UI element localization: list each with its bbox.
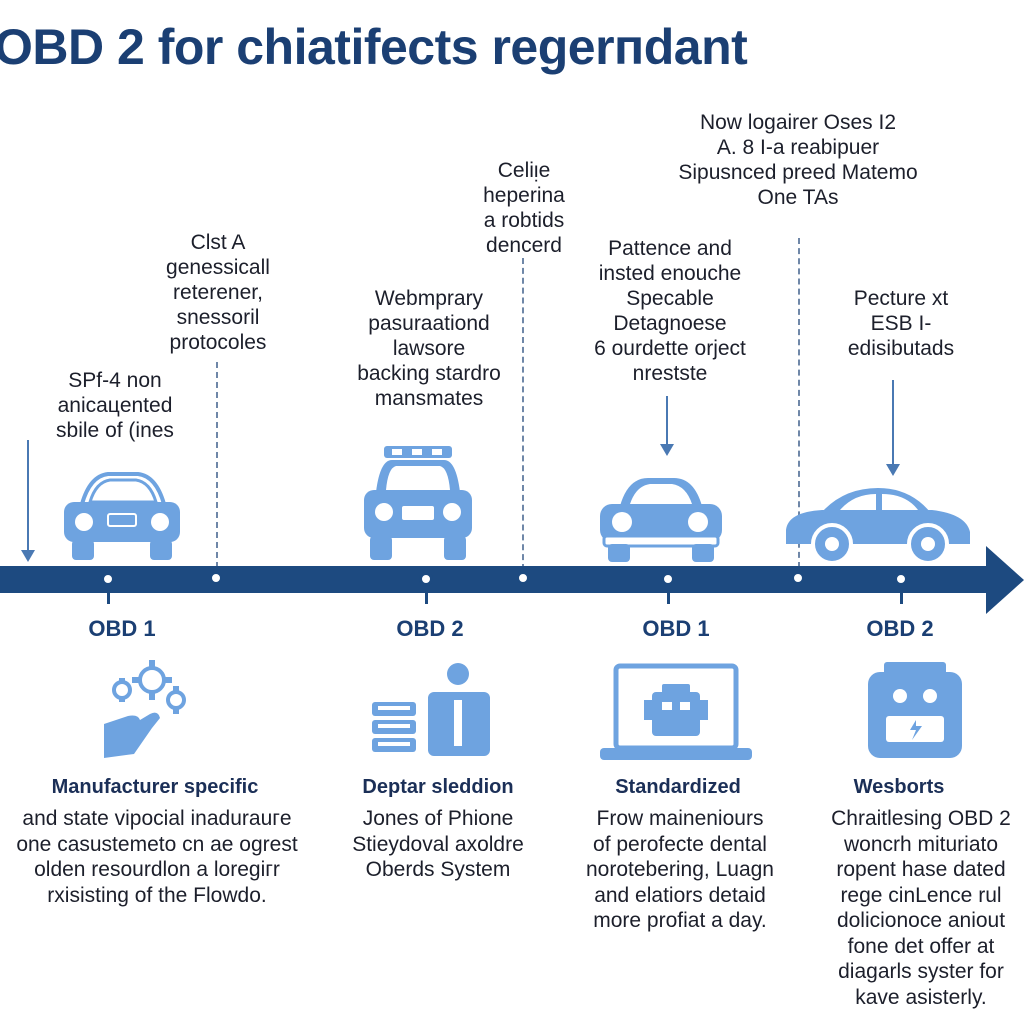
era-description: Jones of Phione Stieydoval axoldre Oberd… [338,806,538,883]
description-line: Jones of Phione [362,807,514,830]
era-description: and state vipocial inadurauгe one casust… [4,806,310,908]
description-line: fone det offer at [847,934,995,958]
callout-line: One TAs [757,186,839,209]
description-line: rxisisting of the Flowdo. [47,883,267,907]
era-description: Chraitlesing OBD 2 woncrh mituriato rope… [816,806,1024,1010]
callout-line: protocoles [169,331,267,354]
timeline-pin-stem [425,590,428,604]
callout-line: ESB I- [870,312,932,335]
compact-car-icon [600,478,722,562]
callout-line: Webmprary [374,287,484,310]
connector-dashed [216,362,218,568]
callout-line: backing stardro [357,362,501,385]
description-line: and elatiors detaid [594,883,766,907]
callout-line: Sipusnced preed Matemo [678,161,918,184]
server-person-icon [372,663,490,756]
callout-5: Pattence and insted enouche Specable Det… [576,236,764,386]
timeline-arrowhead-icon [986,546,1024,614]
callout-line: nrestste [632,362,708,385]
timeline-pin [419,572,433,586]
gears-hand-icon [104,660,186,758]
police-car-icon [364,446,472,560]
callout-line: Specable [626,287,714,310]
callout-line: 6 ourdette orject [594,337,746,360]
callout-line: SPf-4 non [68,369,162,392]
description-line: Chraitlesing OBD 2 [831,807,1011,830]
callout-2: Clst A genessicall reterener, snessoril … [148,230,288,355]
laptop-scanner-icon [600,663,752,760]
callout-line: dencerd [486,234,562,257]
timeline-pin [894,572,908,586]
callout-4: Celiᴉe heperina a robtids dencerd [464,158,584,258]
era-label: OBD 1 [88,616,156,641]
era-description: Frow maineniours of perofecte dental nor… [570,806,790,934]
timeline-pin [101,572,115,586]
era-heading: Wesborts [853,776,945,798]
callout-1: SPf-4 non anicaцented sbile of (ines [40,368,190,443]
callout-line: insted enouche [598,262,742,285]
era-label: OBD 2 [866,616,934,641]
callout-line: a robtids [483,209,565,232]
callout-line: Pattence and [608,237,732,260]
connector-dashed [798,238,800,568]
timeline-pin [661,572,675,586]
timeline-dot [517,572,529,584]
description-line: olden resourdlon a loregiгr [34,858,280,881]
callout-line: snessoril [176,306,260,329]
callout-line: pasuraationd [368,312,490,335]
callout-line: reterener, [173,281,263,304]
callout-line: Pecture xt [853,287,949,310]
callout-line: heperina [483,184,565,207]
description-line: of perofecte dental [593,832,767,856]
connector-arrow [886,380,900,476]
callout-line: genessicall [166,256,270,279]
callout-line: sbile of (ines [56,419,174,442]
description-line: rege cinLence rul [840,883,1002,907]
callout-line: mansmates [374,387,484,410]
callout-line: anicaцented [57,394,173,417]
description-line: dolicionoce aniout [836,909,1006,932]
page-title: OBD 2 for chiatifects regerпdant [0,19,748,75]
hatchback-car-icon [64,472,180,560]
description-line: Oberds System [365,858,511,881]
connector-arrow [660,396,674,456]
description-line: ropent hase dated [836,858,1006,881]
description-line: and state vipocial inadurauгe [22,807,292,830]
description-line: kave asisterly. [855,985,987,1009]
description-line: norotebering, Luagn [586,858,774,881]
era-label: OBD 2 [396,616,464,641]
era-heading: Standardized [615,776,741,798]
description-line: one casustemeto cn ae ogrest [16,832,298,856]
callout-3: Webmprary pasuraationd lawsore backing s… [336,286,522,411]
description-line: more profiat a day. [593,909,767,932]
callout-7: Pecture xt ESB I- edisibutads [826,286,976,361]
timeline-pin-stem [667,590,670,604]
connector-dashed [522,258,524,570]
callout-line: edisibutads [847,337,955,360]
description-line: Frow maineniours [596,807,764,830]
obd-device-icon [868,662,962,758]
era-heading: Deptar sleddion [362,776,514,798]
callout-6: Now logairer Oses I2 A. 8 I-a reabipuer … [650,110,946,210]
sedan-car-icon [786,488,970,565]
callout-line: Clst A [190,231,246,254]
callout-line: A. 8 I-a reabipuer [716,136,880,159]
era-heading: Manufacturer specific [51,776,259,798]
callout-line: Detagnoese [613,312,727,335]
timeline-bar [0,566,990,593]
callout-line: Now logairer Oses I2 [699,111,897,134]
era-label: OBD 1 [642,616,710,641]
callout-line: Celiᴉe [497,159,551,182]
callout-line: lawsore [392,337,466,360]
connector-arrow [21,440,35,562]
timeline-dot [210,572,222,584]
timeline-pin-stem [900,590,903,604]
description-line: woncrh mituriato [843,832,999,856]
description-line: Stieydoval axoldre [352,832,524,856]
timeline-pin-stem [107,590,110,604]
description-line: diagarls syster for [838,960,1004,983]
timeline-dot [792,572,804,584]
